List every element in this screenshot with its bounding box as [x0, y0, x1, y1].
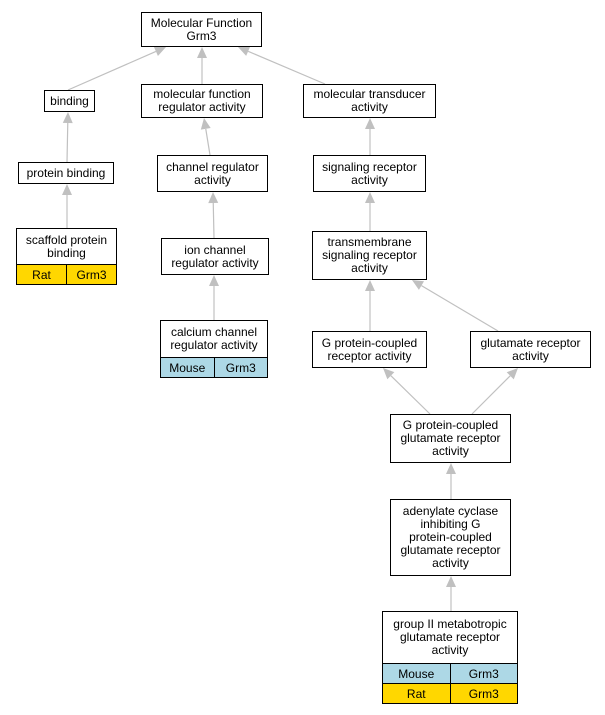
- node-label: adenylate cyclase inhibiting G protein-c…: [400, 504, 501, 570]
- species-label: Rat: [32, 267, 51, 282]
- edge-binding-to-root: [67, 46, 166, 91]
- node-g-protein-coupled-receptor-activity[interactable]: G protein-coupled receptor activity: [312, 331, 427, 368]
- node-label: ion channel regulator activity: [171, 242, 259, 270]
- edge-transducer-to-root: [238, 46, 326, 85]
- node-label: G protein-coupled receptor activity: [321, 335, 418, 363]
- species-label: Mouse: [398, 666, 435, 681]
- annotation-row-mouse: Mouse Grm3: [383, 663, 517, 683]
- species-label: Rat: [406, 686, 426, 701]
- edge-gpc-glutamate-to-gpcr: [383, 368, 431, 415]
- node-group-ii-metabotropic-glutamate-receptor-activity[interactable]: group II metabotropic glutamate receptor…: [382, 611, 518, 704]
- annotation-row-rat: Rat Grm3: [383, 683, 517, 703]
- node-label: group II metabotropic glutamate receptor…: [393, 617, 507, 657]
- edge-scaffold-to-protein-binding: [62, 184, 72, 228]
- node-label: Molecular Function Grm3: [150, 15, 253, 43]
- node-adenylate-cyclase-inhibiting-activity[interactable]: adenylate cyclase inhibiting G protein-c…: [390, 499, 511, 576]
- edge-mf-regulator-to-root: [197, 47, 207, 84]
- gene-label: Grm3: [66, 265, 116, 284]
- node-molecular-function[interactable]: Molecular Function Grm3: [141, 12, 262, 47]
- edge-calcium-to-ion-channel: [209, 275, 219, 320]
- gene-label: Grm3: [213, 358, 268, 377]
- annotation-row-rat: Rat Grm3: [17, 264, 116, 284]
- edge-group2-to-adenylate: [446, 576, 456, 611]
- edge-transmembrane-to-signaling: [365, 192, 375, 231]
- edge-glutamate-to-transmembrane: [412, 280, 499, 332]
- edge-channel-regulator-to-mf-regulator: [200, 118, 211, 156]
- edge-gpc-glutamate-to-glutamate: [471, 368, 518, 415]
- node-label: glutamate receptor activity: [480, 335, 581, 363]
- species-label: Mouse: [169, 360, 206, 375]
- node-label: molecular transducer activity: [313, 87, 426, 114]
- edge-protein-binding-to-binding: [62, 112, 73, 163]
- node-molecular-transducer-activity[interactable]: molecular transducer activity: [303, 84, 436, 118]
- node-label: protein binding: [26, 165, 106, 180]
- node-label: channel regulator activity: [166, 159, 259, 187]
- node-scaffold-protein-binding[interactable]: scaffold protein binding Rat Grm3: [16, 228, 117, 285]
- edge-adenylate-to-gpc-glutamate: [446, 463, 456, 499]
- node-transmembrane-signaling-receptor-activity[interactable]: transmembrane signaling receptor activit…: [312, 231, 427, 280]
- node-protein-binding[interactable]: protein binding: [18, 162, 114, 184]
- annotation-row-mouse: Mouse Grm3: [161, 357, 267, 377]
- node-calcium-channel-regulator-activity[interactable]: calcium channel regulator activity Mouse…: [160, 320, 268, 378]
- edge-signaling-to-transducer: [365, 118, 375, 155]
- node-label: G protein-coupled glutamate receptor act…: [400, 418, 501, 458]
- gene-label: Grm3: [449, 684, 518, 703]
- node-g-protein-coupled-glutamate-receptor-activity[interactable]: G protein-coupled glutamate receptor act…: [390, 414, 511, 463]
- node-label: signaling receptor activity: [322, 159, 417, 187]
- node-label: calcium channel regulator activity: [170, 325, 258, 352]
- edge-ion-channel-to-channel-regulator: [208, 192, 219, 239]
- node-signaling-receptor-activity[interactable]: signaling receptor activity: [313, 155, 426, 192]
- node-label: transmembrane signaling receptor activit…: [322, 235, 417, 275]
- edge-gpcr-to-transmembrane: [365, 280, 375, 331]
- node-glutamate-receptor-activity[interactable]: glutamate receptor activity: [470, 331, 591, 368]
- node-channel-regulator-activity[interactable]: channel regulator activity: [157, 155, 268, 192]
- node-label: molecular function regulator activity: [153, 87, 251, 114]
- node-label: binding: [50, 93, 89, 108]
- gene-label: Grm3: [449, 664, 518, 683]
- node-ion-channel-regulator-activity[interactable]: ion channel regulator activity: [161, 238, 269, 275]
- node-label: scaffold protein binding: [25, 232, 108, 260]
- node-binding[interactable]: binding: [44, 90, 95, 112]
- node-molecular-function-regulator-activity[interactable]: molecular function regulator activity: [141, 84, 263, 118]
